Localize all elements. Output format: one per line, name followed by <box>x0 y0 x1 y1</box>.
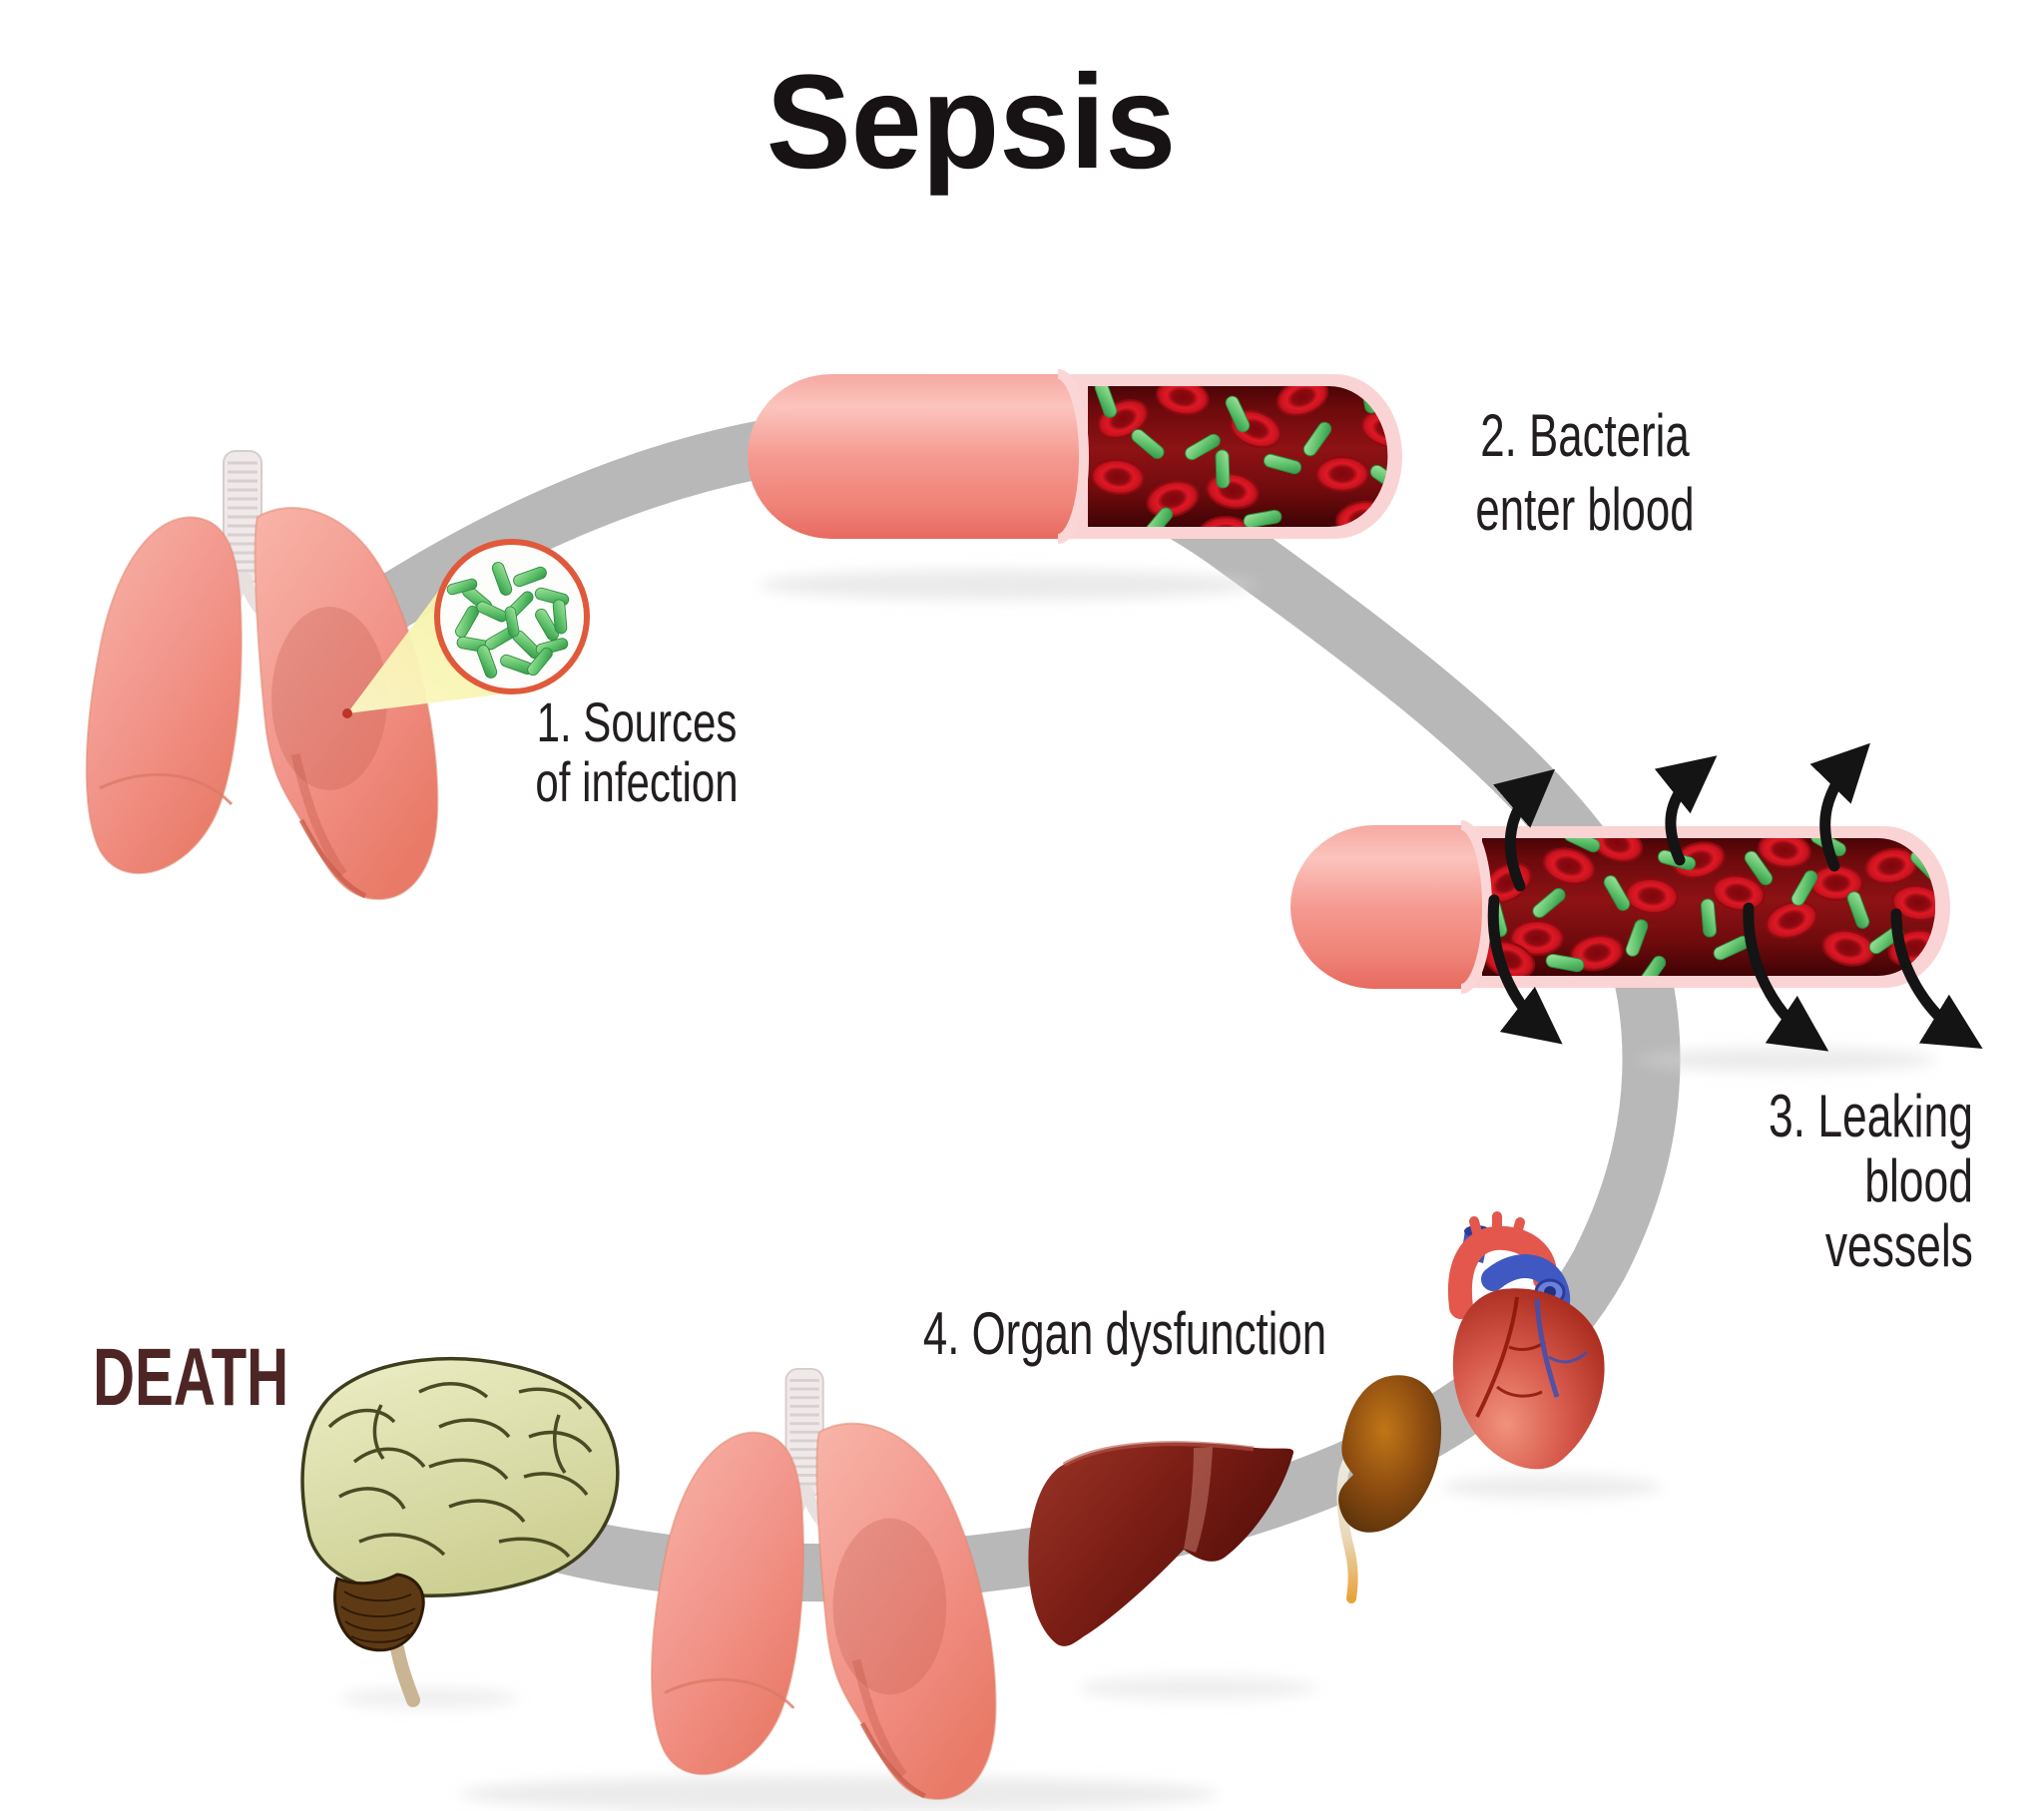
leak-arrow-down-1 <box>1487 894 1563 1045</box>
brain-gyri <box>327 1382 593 1559</box>
drop-shadows <box>339 570 1936 1811</box>
leaking-blood-vessel-icon <box>1290 742 1983 1052</box>
label-line: 3. Leaking <box>1769 1083 1973 1149</box>
kidney-icon <box>1336 1375 1442 1603</box>
label-line: vessels <box>1824 1212 1973 1279</box>
leak-arrow-down-3 <box>1890 908 1983 1049</box>
label-line: 2. Bacteria <box>1480 402 1690 469</box>
right-lung-lobe <box>254 506 439 901</box>
cerebellum <box>333 1573 425 1652</box>
label-line: 1. Sources <box>536 690 738 753</box>
label-line: enter blood <box>1475 476 1695 543</box>
lungs-icon <box>652 1369 996 1799</box>
leak-arrow-up-1 <box>1492 768 1556 892</box>
lungs-icon <box>85 450 439 901</box>
label-line: of infection <box>535 750 739 813</box>
brain-icon <box>300 1357 620 1707</box>
label-sources-of-infection: 1. Sources of infection <box>535 692 738 812</box>
leak-arrow-up-2 <box>1654 755 1718 866</box>
label-leaking-blood-vessels: 3. Leaking blood vessels <box>1769 1084 1973 1278</box>
label-organ-dysfunction: 4. Organ dysfunction <box>923 1298 1326 1370</box>
liver-icon <box>1028 1441 1294 1646</box>
leak-arrows <box>1487 742 1983 1052</box>
label-bacteria-enter-blood: 2. Bacteria enter blood <box>1475 399 1694 547</box>
heart-icon <box>1447 1211 1605 1470</box>
label-death: DEATH <box>93 1332 289 1423</box>
left-lung-lobe <box>85 516 243 875</box>
label-line: blood <box>1864 1147 1973 1214</box>
leak-arrow-up-3 <box>1809 742 1870 872</box>
page-title: Sepsis <box>766 48 1177 197</box>
blood-vessel-icon <box>748 369 1402 544</box>
bacteria-magnifier-icon <box>342 539 590 718</box>
leak-arrow-down-2 <box>1743 902 1829 1052</box>
label-line: 4. Organ dysfunction <box>922 1300 1327 1367</box>
